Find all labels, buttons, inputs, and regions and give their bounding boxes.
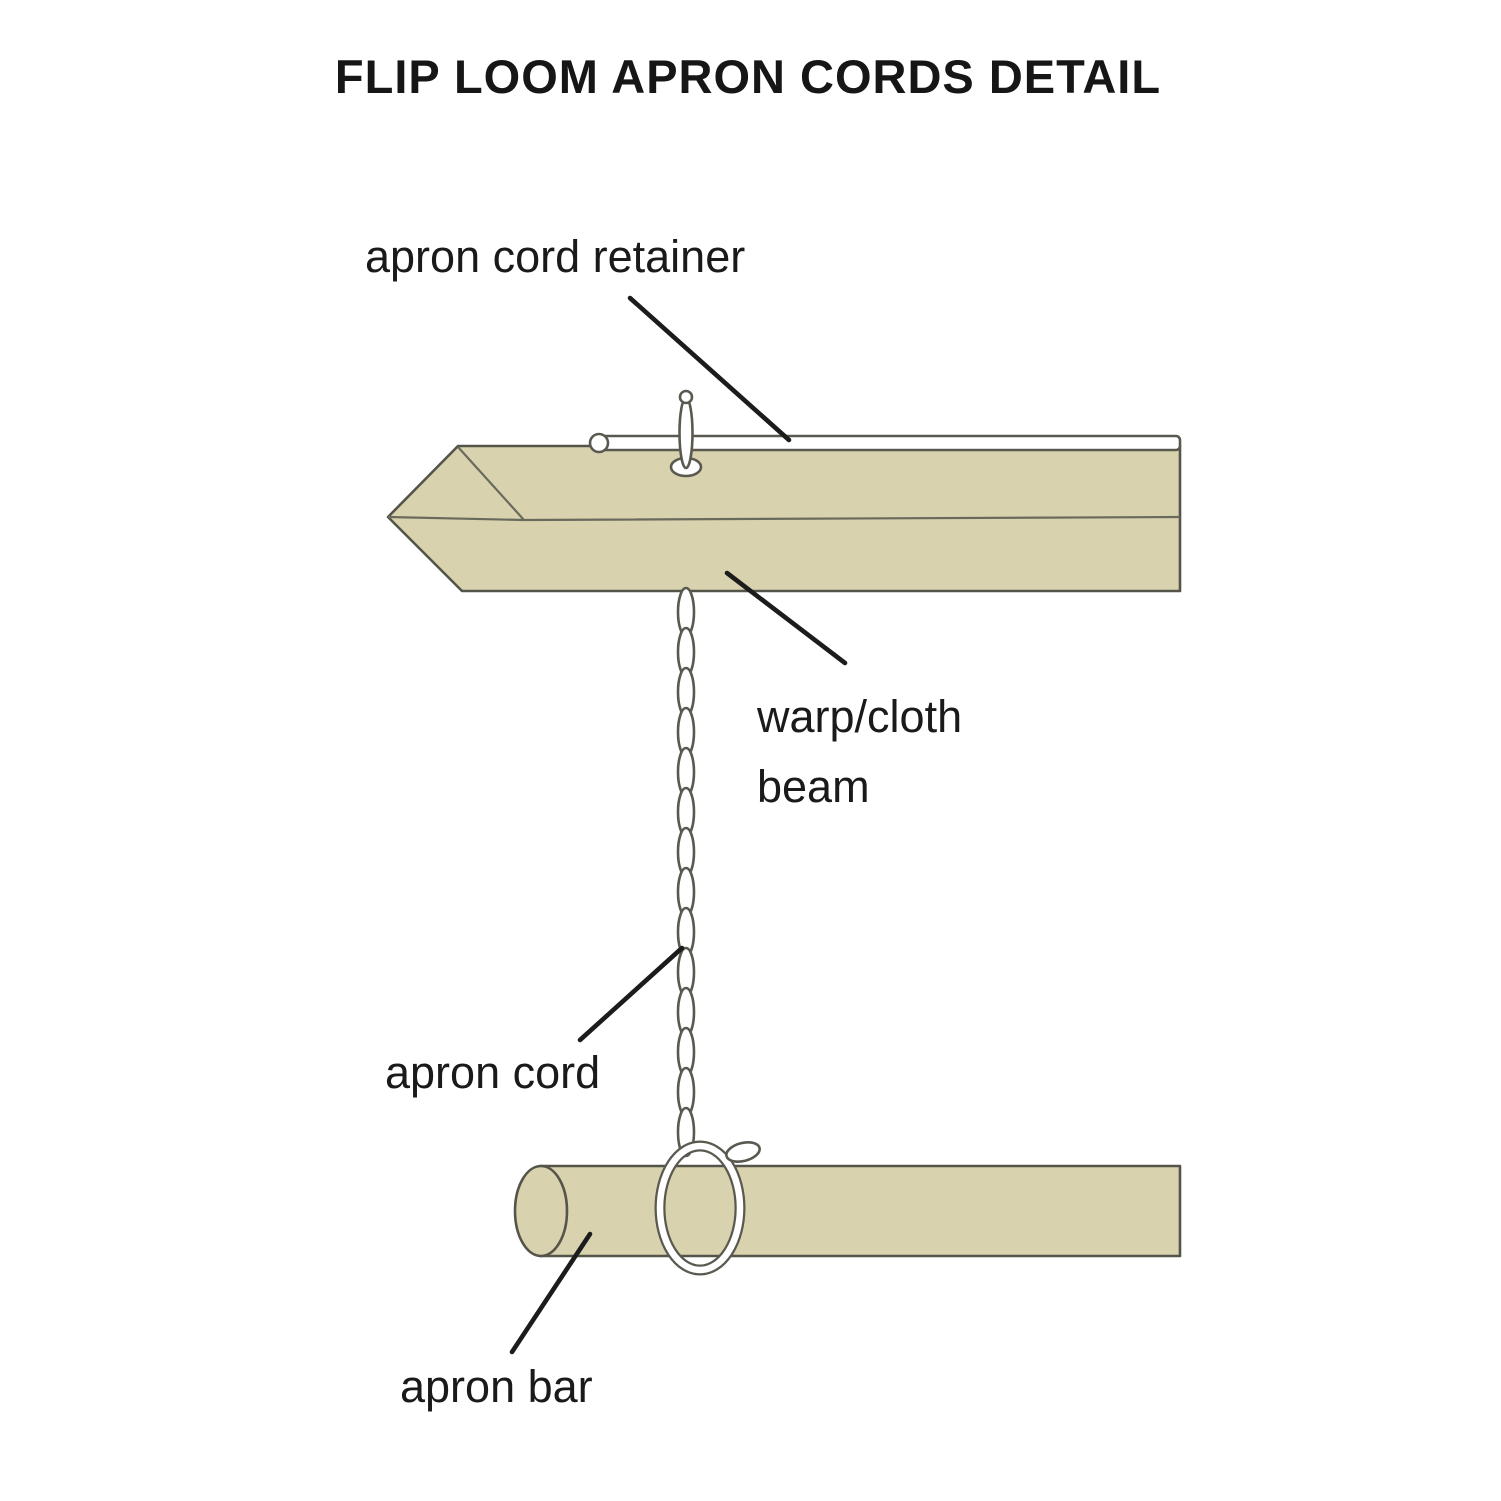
label-apron-cord-retainer: apron cord retainer xyxy=(365,231,745,282)
apron-cord-chain xyxy=(676,586,696,1158)
leader-bar xyxy=(509,1231,593,1355)
apron-cord-retainer xyxy=(588,432,1182,454)
label-warp-cloth-line1: warp/cloth xyxy=(756,691,962,742)
leader-beam xyxy=(724,570,848,666)
cord-wrap-around-bar xyxy=(654,1140,761,1276)
apron-bar-end-cap xyxy=(513,1164,569,1258)
warp-cloth-beam xyxy=(386,444,1182,593)
leader-cord xyxy=(577,945,685,1043)
label-warp-cloth-line2: beam xyxy=(757,761,870,812)
cord-loop xyxy=(678,396,694,470)
diagram-title: FLIP LOOM APRON CORDS DETAIL xyxy=(335,50,1161,103)
label-apron-bar: apron bar xyxy=(400,1361,593,1412)
leader-retainer xyxy=(627,295,792,443)
cord-wrap-inner xyxy=(656,1142,744,1274)
apron-bar xyxy=(513,1164,1182,1258)
cord-end-loop xyxy=(725,1141,761,1163)
label-apron-cord: apron cord xyxy=(385,1047,600,1098)
beam-facet-line xyxy=(457,446,525,521)
apron-bar-body xyxy=(538,1164,1182,1258)
retainer-rod-end xyxy=(588,432,610,454)
cord-knot xyxy=(678,389,694,405)
cord-loop-over-retainer xyxy=(678,389,694,470)
